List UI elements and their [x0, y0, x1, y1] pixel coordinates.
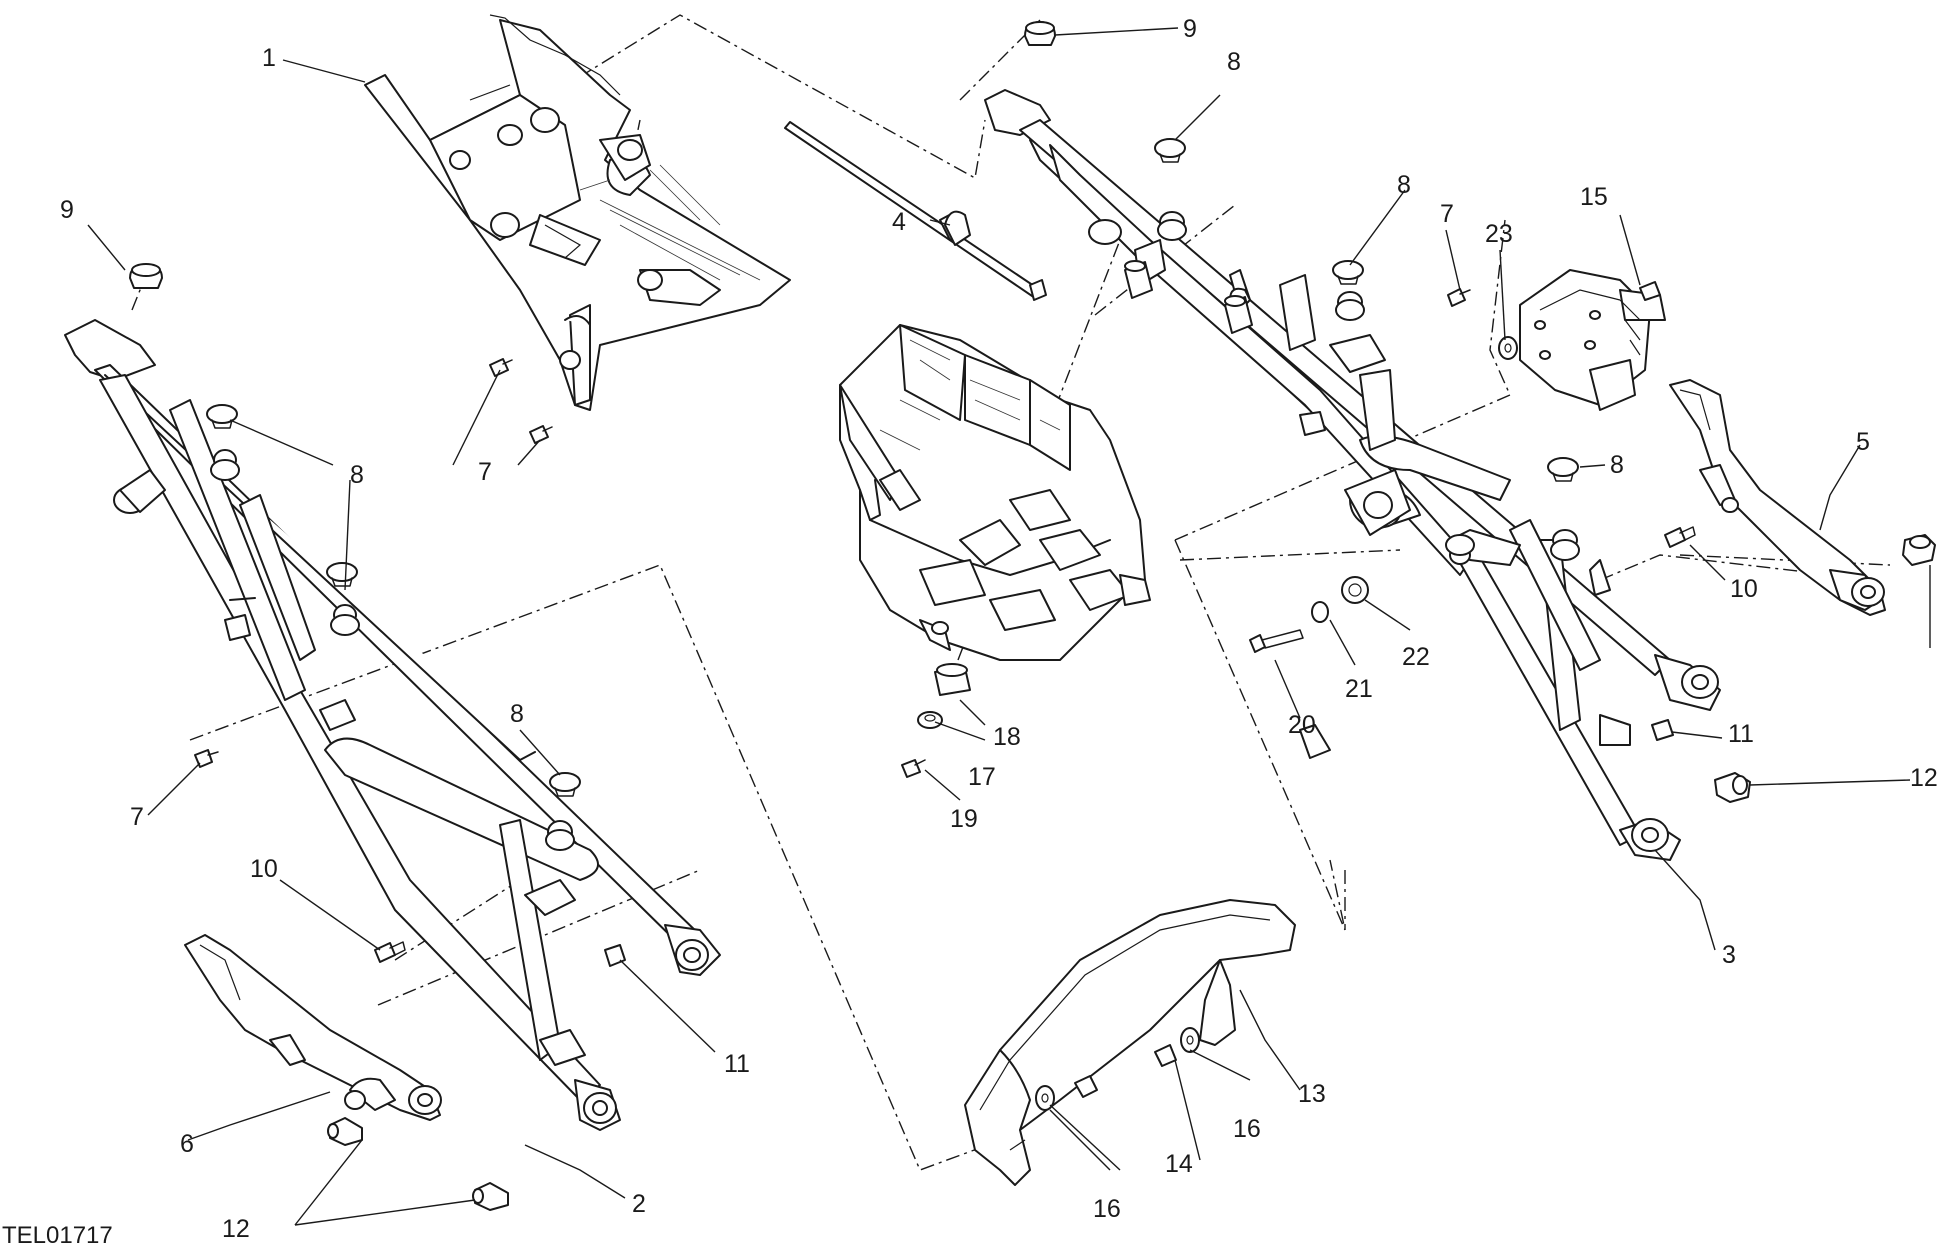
callout-4: 4: [892, 208, 906, 236]
cap-part-9-a: [129, 263, 163, 289]
callout-7c: 7: [1440, 200, 1454, 228]
callout-20: 20: [1288, 711, 1316, 739]
bracket-part-5: [1669, 379, 1886, 616]
bolt-part-12-d: [1714, 772, 1751, 803]
callout-12b: 12: [1910, 764, 1938, 792]
callout-18: 18: [993, 723, 1021, 751]
cap-part-9-b: [1024, 21, 1056, 46]
callout-1: 1: [262, 44, 276, 72]
guard-part-13: [964, 899, 1296, 1186]
callout-8a: 8: [350, 461, 364, 489]
callout-17: 17: [968, 763, 996, 791]
plug-part-8-d: [1154, 138, 1186, 163]
washer-part-23: [1498, 336, 1518, 360]
hardware: [129, 21, 1936, 1211]
callout-23: 23: [1485, 220, 1513, 248]
callout-8c: 8: [1227, 48, 1241, 76]
callouts: 1 2 3 4 5 6 7 7 7 8 8 8 8 8 9 9 10 10 11…: [2, 15, 1938, 1249]
drawing-code: TEL01717: [2, 1222, 113, 1249]
callout-8b: 8: [510, 700, 524, 728]
callout-15: 15: [1580, 183, 1608, 211]
callout-6: 6: [180, 1130, 194, 1158]
nut-part-14-b: [1154, 1044, 1177, 1067]
callout-10b: 10: [1730, 575, 1758, 603]
callout-9a: 9: [60, 196, 74, 224]
plug-part-8-c: [549, 772, 581, 797]
right-frame-part-3: [984, 89, 1721, 861]
callout-16b: 16: [1093, 1195, 1121, 1223]
callout-13: 13: [1298, 1080, 1326, 1108]
bolt-part-12-b: [472, 1182, 509, 1211]
callout-8d: 8: [1397, 171, 1411, 199]
bushing-part-22: [1341, 576, 1369, 604]
nut-part-11-b: [1651, 719, 1674, 741]
battery-box: [839, 324, 1151, 661]
callout-10a: 10: [250, 855, 278, 883]
connector: [1344, 469, 1411, 536]
bolt-part-12-a: [327, 1117, 363, 1146]
rear-tray-part-1: [364, 14, 791, 411]
left-frame-part-2: [64, 319, 721, 1131]
callout-9b: 9: [1183, 15, 1197, 43]
callout-11b: 11: [1728, 720, 1754, 748]
screw-part-7-d: [1447, 288, 1471, 307]
washer-part-16-a: [1035, 1085, 1055, 1111]
bracket-part-6: [184, 934, 442, 1121]
plug-part-8-b: [326, 562, 358, 587]
nut-part-14-a: [1074, 1075, 1098, 1098]
pin-part-10-a: [374, 941, 406, 963]
callout-12a: 12: [222, 1215, 250, 1243]
callout-21: 21: [1345, 675, 1373, 703]
callout-2: 2: [632, 1190, 646, 1218]
callout-14: 14: [1165, 1150, 1193, 1178]
callout-22: 22: [1402, 643, 1430, 671]
pin-part-10-b: [1664, 526, 1696, 548]
callout-16a: 16: [1233, 1115, 1261, 1143]
bolt-part-20: [1249, 629, 1304, 653]
callout-7b: 7: [130, 803, 144, 831]
plug-part-8-e: [1332, 260, 1364, 285]
plug-part-8-a: [206, 404, 238, 429]
cable-tie-part-4: [784, 121, 1047, 301]
tube-stub-a: [1124, 260, 1153, 299]
callout-7a: 7: [478, 458, 492, 486]
plug-part-8-f: [1547, 457, 1579, 482]
callout-19: 19: [950, 805, 978, 833]
bolt-part-12-c: [1902, 534, 1936, 566]
grommet-part-18: [934, 663, 971, 696]
bushing-part-17: [917, 711, 943, 729]
screw-part-7-a: [489, 358, 513, 377]
washer-part-21: [1311, 601, 1329, 623]
callout-3: 3: [1722, 941, 1736, 969]
screw-part-7-b: [529, 425, 553, 444]
leader-lines: [87, 27, 1931, 1226]
screw-part-7-c: [194, 749, 219, 768]
callout-5: 5: [1856, 428, 1870, 456]
screw-part-19: [901, 759, 926, 778]
screw-part-15: [1639, 281, 1661, 301]
callout-8e: 8: [1610, 451, 1624, 479]
tube-stub-b: [1224, 295, 1253, 334]
callout-11a: 11: [724, 1050, 750, 1078]
washer-part-16-b: [1180, 1027, 1200, 1053]
